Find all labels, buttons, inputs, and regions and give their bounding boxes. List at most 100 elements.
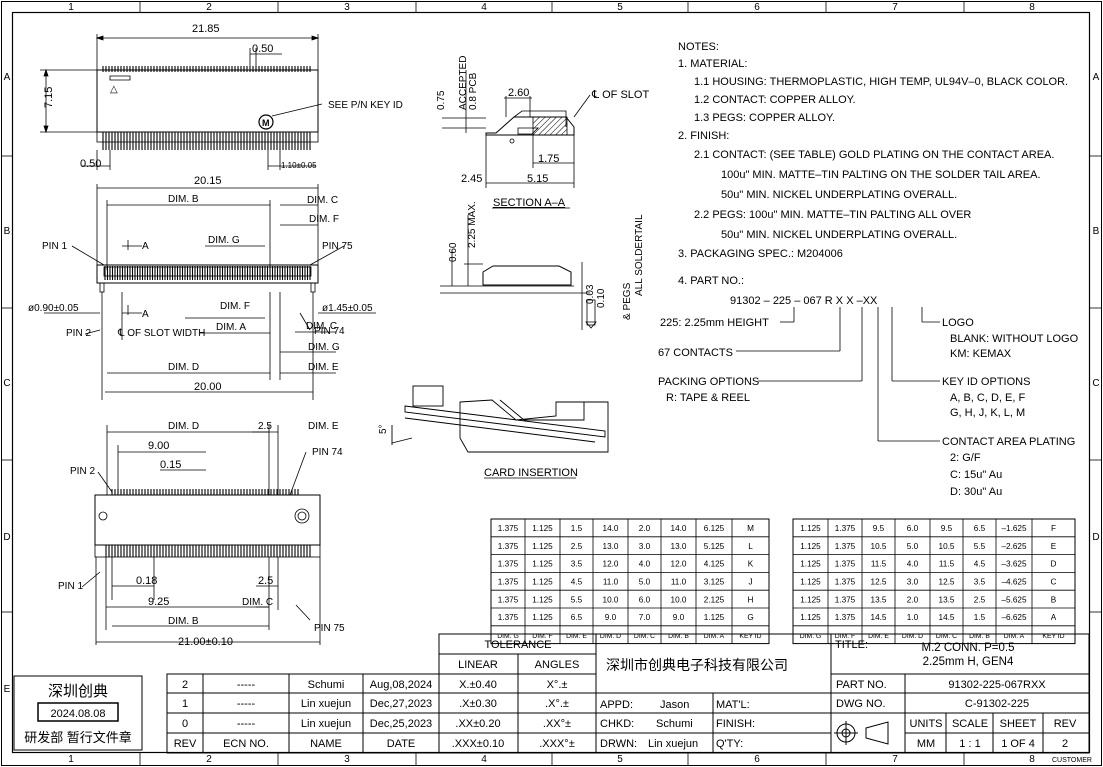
table-cell: 14.5 — [939, 613, 955, 622]
table-cell: M — [747, 524, 754, 533]
row-label: D — [1092, 532, 1099, 543]
drawing-subtitle: 2.25mm H, GEN4 — [923, 656, 1014, 668]
table-header-cell: DIM. A — [1004, 633, 1025, 640]
table-cell: 1.0 — [907, 613, 919, 622]
units-label: UNITS — [910, 718, 943, 730]
date-cell: Dec,25,2023 — [370, 718, 432, 730]
table-cell: 9.5 — [873, 524, 885, 533]
dim-003: 0.03 — [585, 284, 596, 304]
table-cell: 12.5 — [871, 578, 887, 587]
note-line: 1.2 CONTACT: COPPER ALLOY. — [694, 94, 856, 106]
col-label: 4 — [481, 754, 487, 765]
table-cell: 6.5 — [571, 613, 583, 622]
tolerance-cell: .XX°± — [543, 718, 571, 730]
table-cell: D — [1051, 560, 1057, 569]
dim-f: DIM. F — [309, 214, 339, 225]
table-cell: F — [1051, 524, 1056, 533]
row-label: A — [4, 72, 11, 83]
col-label: 3 — [344, 754, 350, 765]
table-cell: 10.5 — [871, 542, 887, 551]
table-header-cell: DIM. C — [634, 633, 655, 640]
table-header-cell: DIM. B — [668, 633, 689, 640]
dim-a: DIM. A — [216, 322, 246, 333]
top-view-pins — [102, 66, 311, 150]
finish-label: FINISH: — [716, 718, 755, 730]
mid-view — [44, 184, 376, 400]
pin2-label: PIN 2 — [66, 328, 91, 339]
tolerance-cell: .XX±0.20 — [455, 718, 500, 730]
table-cell: 3.5 — [571, 560, 583, 569]
dim-left: 0.50 — [80, 158, 101, 170]
appd-value: Jason — [660, 699, 689, 711]
row-label: C — [1092, 378, 1099, 389]
table-cell: 2.5 — [974, 595, 986, 604]
table-cell: 1.375 — [835, 542, 856, 551]
dim-overall: 20.15 — [194, 175, 222, 187]
note-line: 100u" MIN. MATTE–TIN PALTING ON THE SOLD… — [721, 169, 1041, 181]
name-cell: Schumi — [308, 679, 345, 691]
card-insertion — [391, 385, 609, 453]
tolerance-cell: X°.± — [547, 679, 568, 691]
table-cell: 5.5 — [974, 542, 986, 551]
logo-option: KM: KEMAX — [950, 348, 1012, 360]
table-border — [792, 518, 1076, 645]
table-cell: L — [748, 542, 753, 551]
table-header-cell: DIM. C — [936, 633, 957, 640]
table-cell: 3.0 — [907, 578, 919, 587]
customer-label: CUSTOMER — [1052, 757, 1092, 764]
table-cell: 11.0 — [671, 578, 687, 587]
part-code: 91302 – 225 – 067 R X X –XX — [730, 295, 878, 307]
note-line: 1.3 PEGS: COPPER ALLOY. — [694, 112, 835, 124]
table-cell: 13.0 — [603, 542, 619, 551]
table-cell: 2.5 — [571, 542, 583, 551]
mid-view-pins — [104, 266, 311, 280]
table-header-cell: DIM. F — [835, 633, 855, 640]
stamp-date: 2024.08.08 — [50, 708, 105, 720]
dim-c: DIM. C — [307, 195, 338, 206]
key-option: A, B, C, D, E, F — [950, 392, 1025, 404]
table-cell: –5.625 — [1001, 595, 1026, 604]
section-marker: A — [142, 241, 149, 252]
table-cell: 14.0 — [603, 524, 619, 533]
dim-overall: 21.00±0.10 — [178, 636, 233, 648]
sheet-value: 1 OF 4 — [1001, 738, 1035, 750]
drwn-value: Lin xuejun — [648, 738, 698, 750]
table-cell: 1.125 — [800, 560, 821, 569]
dim-075: 0.75 — [436, 90, 447, 110]
table-cell: 5.0 — [639, 578, 651, 587]
table-cell: 1.125 — [532, 595, 553, 604]
table-cell: –6.625 — [1001, 613, 1026, 622]
part-number-leaders — [736, 307, 940, 442]
table-header-cell: DIM. D — [902, 633, 923, 640]
row-label: E — [4, 684, 11, 695]
table-cell: 3.0 — [639, 542, 651, 551]
logo-option: LOGO — [942, 317, 974, 329]
stamp-dept: 研发部 暂行文件章 — [24, 730, 132, 745]
soldertail-note: ALL SOLDERTAIL — [634, 214, 645, 296]
table-cell: C — [1051, 578, 1057, 587]
plating-option: C: 15u" Au — [950, 469, 1002, 481]
col-label: 2 — [206, 754, 212, 765]
table-cell: 6.5 — [974, 524, 986, 533]
drawing-title: M.2 CONN. P=0.5 — [922, 642, 1015, 654]
dim-900: 9.00 — [148, 440, 169, 452]
dim-e: DIM. E — [308, 421, 339, 432]
part-value: 91302-225-067RXX — [948, 679, 1046, 691]
table-cell: 9.0 — [605, 613, 617, 622]
table-cell: 6.0 — [907, 524, 919, 533]
bottom-view — [81, 425, 321, 645]
table-cell: 6.0 — [639, 595, 651, 604]
dim-height: 7.15 — [43, 87, 55, 108]
rev-cell: 0 — [182, 718, 188, 730]
pin1-label: PIN 1 — [58, 581, 83, 592]
date-cell: Dec,27,2023 — [370, 698, 432, 710]
table-cell: 11.0 — [603, 578, 619, 587]
dim-d: DIM. D — [168, 362, 199, 373]
note-line: 3. PACKAGING SPEC.: M204006 — [678, 248, 843, 260]
company-name: 深圳市创典电子科技有限公司 — [606, 657, 788, 674]
plating-option: CONTACT AREA PLATING — [942, 436, 1075, 448]
table-cell: 7.0 — [639, 613, 651, 622]
table-cell: 1.375 — [498, 560, 519, 569]
table-header-cell: KEY ID — [1042, 633, 1064, 640]
